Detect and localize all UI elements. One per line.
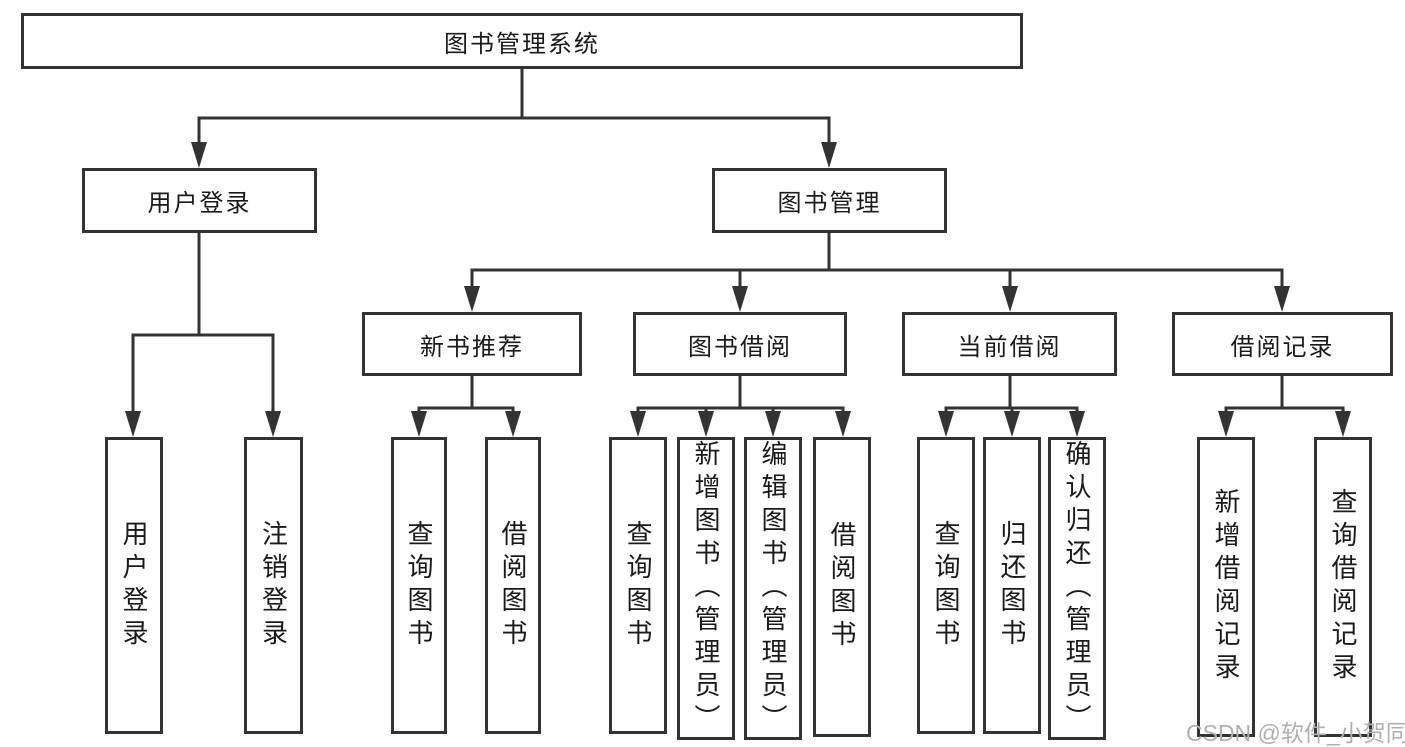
leaf-newbook-query-books: 查询图书 (391, 437, 447, 734)
leaf-user-login: 用户登录 (105, 437, 163, 734)
leaf-borrow-borrow-books: 借阅图书 (813, 437, 871, 737)
leaf-borrow-edit-books-admin: 编辑图书（管理员） (744, 437, 802, 740)
node-book-management: 图书管理 (712, 168, 947, 233)
connector-path (131, 68, 1345, 413)
leaf-current-query-books: 查询图书 (917, 437, 975, 734)
node-root-library-management-system: 图书管理系统 (21, 13, 1023, 69)
node-user-login: 用户登录 (82, 168, 317, 233)
node-current-borrowing: 当前借阅 (902, 312, 1117, 376)
node-new-book-recommend: 新书推荐 (362, 312, 582, 376)
leaf-records-add-borrow-record: 新增借阅记录 (1197, 437, 1255, 737)
leaf-newbook-borrow-books: 借阅图书 (485, 437, 541, 734)
leaf-borrow-add-books-admin: 新增图书（管理员） (677, 437, 735, 740)
node-book-borrowing: 图书借阅 (633, 312, 847, 376)
leaf-current-return-books: 归还图书 (983, 437, 1041, 734)
csdn-watermark: CSDN @软件_小贺同学 (1186, 720, 1405, 746)
leaf-current-confirm-return-admin: 确认归还（管理员） (1048, 437, 1106, 740)
leaf-borrow-query-books: 查询图书 (609, 437, 667, 734)
leaf-records-query-borrow-record: 查询借阅记录 (1314, 437, 1372, 737)
node-borrow-records: 借阅记录 (1172, 312, 1393, 376)
arrowhead-triangles (125, 142, 1351, 437)
leaf-logout: 注销登录 (244, 437, 303, 734)
